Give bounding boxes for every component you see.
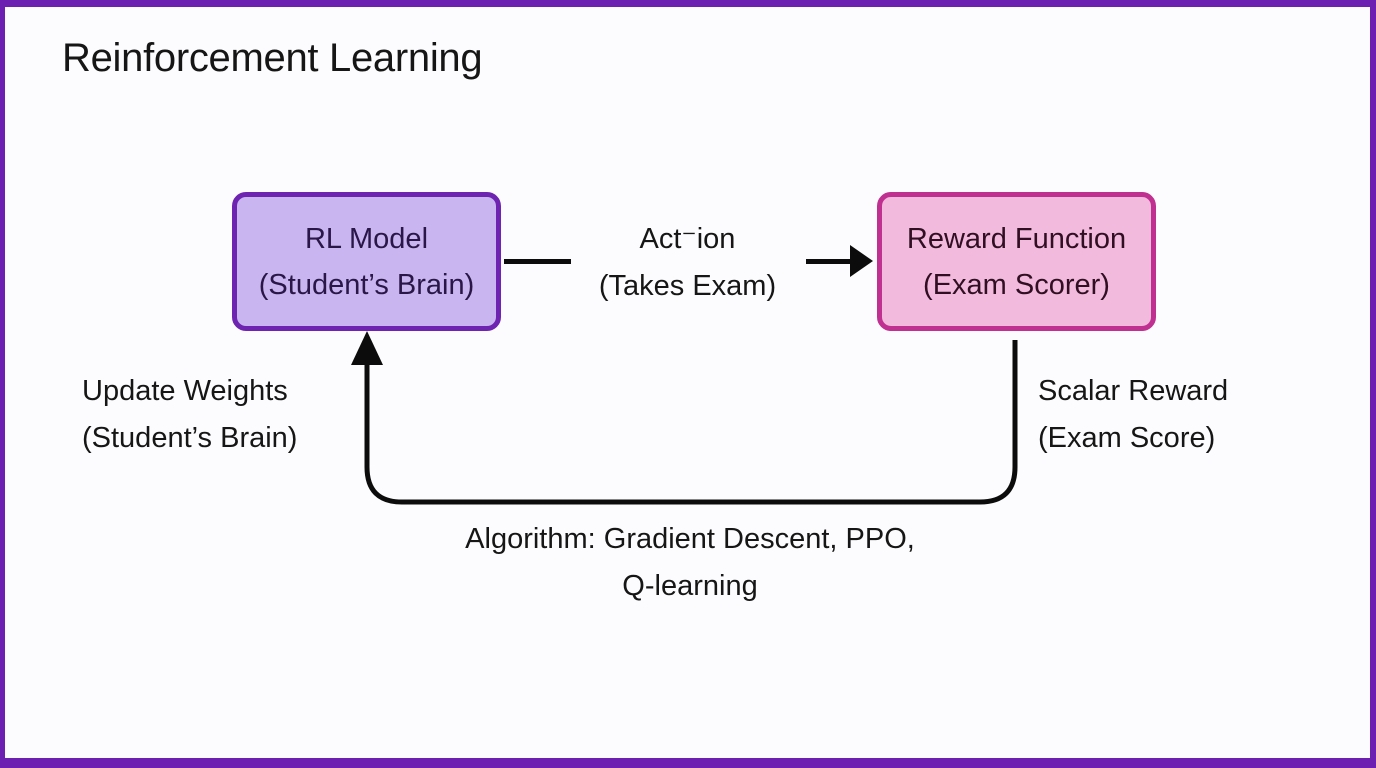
action-edge-line-start xyxy=(504,259,571,264)
feedback-arrowhead-icon xyxy=(351,331,383,365)
scalar-reward-line2: (Exam Score) xyxy=(1038,422,1216,454)
action-label-line2: (Takes Exam) xyxy=(598,270,777,302)
algorithm-line1: Algorithm: Gradient Descent, PPO, xyxy=(465,523,915,555)
update-weights-line2: (Student’s Brain) xyxy=(82,422,298,454)
action-arrowhead-icon xyxy=(850,245,873,277)
algorithm-label: Algorithm: Gradient Descent, PPO, Q-lear… xyxy=(338,516,1042,610)
diagram-title: Reinforcement Learning xyxy=(62,36,483,80)
rl-model-label-line2: (Student’s Brain) xyxy=(258,268,475,301)
action-edge-label: Act⁻ion (Takes Exam) xyxy=(565,216,810,310)
algorithm-line2: Q-learning xyxy=(622,570,758,602)
scalar-reward-label: Scalar Reward (Exam Score) xyxy=(1038,368,1228,462)
update-weights-label: Update Weights (Student’s Brain) xyxy=(82,368,297,462)
update-weights-line1: Update Weights xyxy=(82,375,288,407)
feedback-loop-path xyxy=(351,331,1018,505)
reward-function-node: Reward Function (Exam Scorer) xyxy=(877,192,1156,331)
rl-model-node: RL Model (Student’s Brain) xyxy=(232,192,501,331)
scalar-reward-line1: Scalar Reward xyxy=(1038,375,1229,407)
rl-model-label-line1: RL Model xyxy=(304,222,429,255)
reward-function-label-line1: Reward Function xyxy=(906,222,1127,255)
action-label-line1: Act⁻ion xyxy=(639,223,736,255)
reward-function-label-line2: (Exam Scorer) xyxy=(923,268,1110,301)
action-edge-line-end xyxy=(806,259,852,264)
